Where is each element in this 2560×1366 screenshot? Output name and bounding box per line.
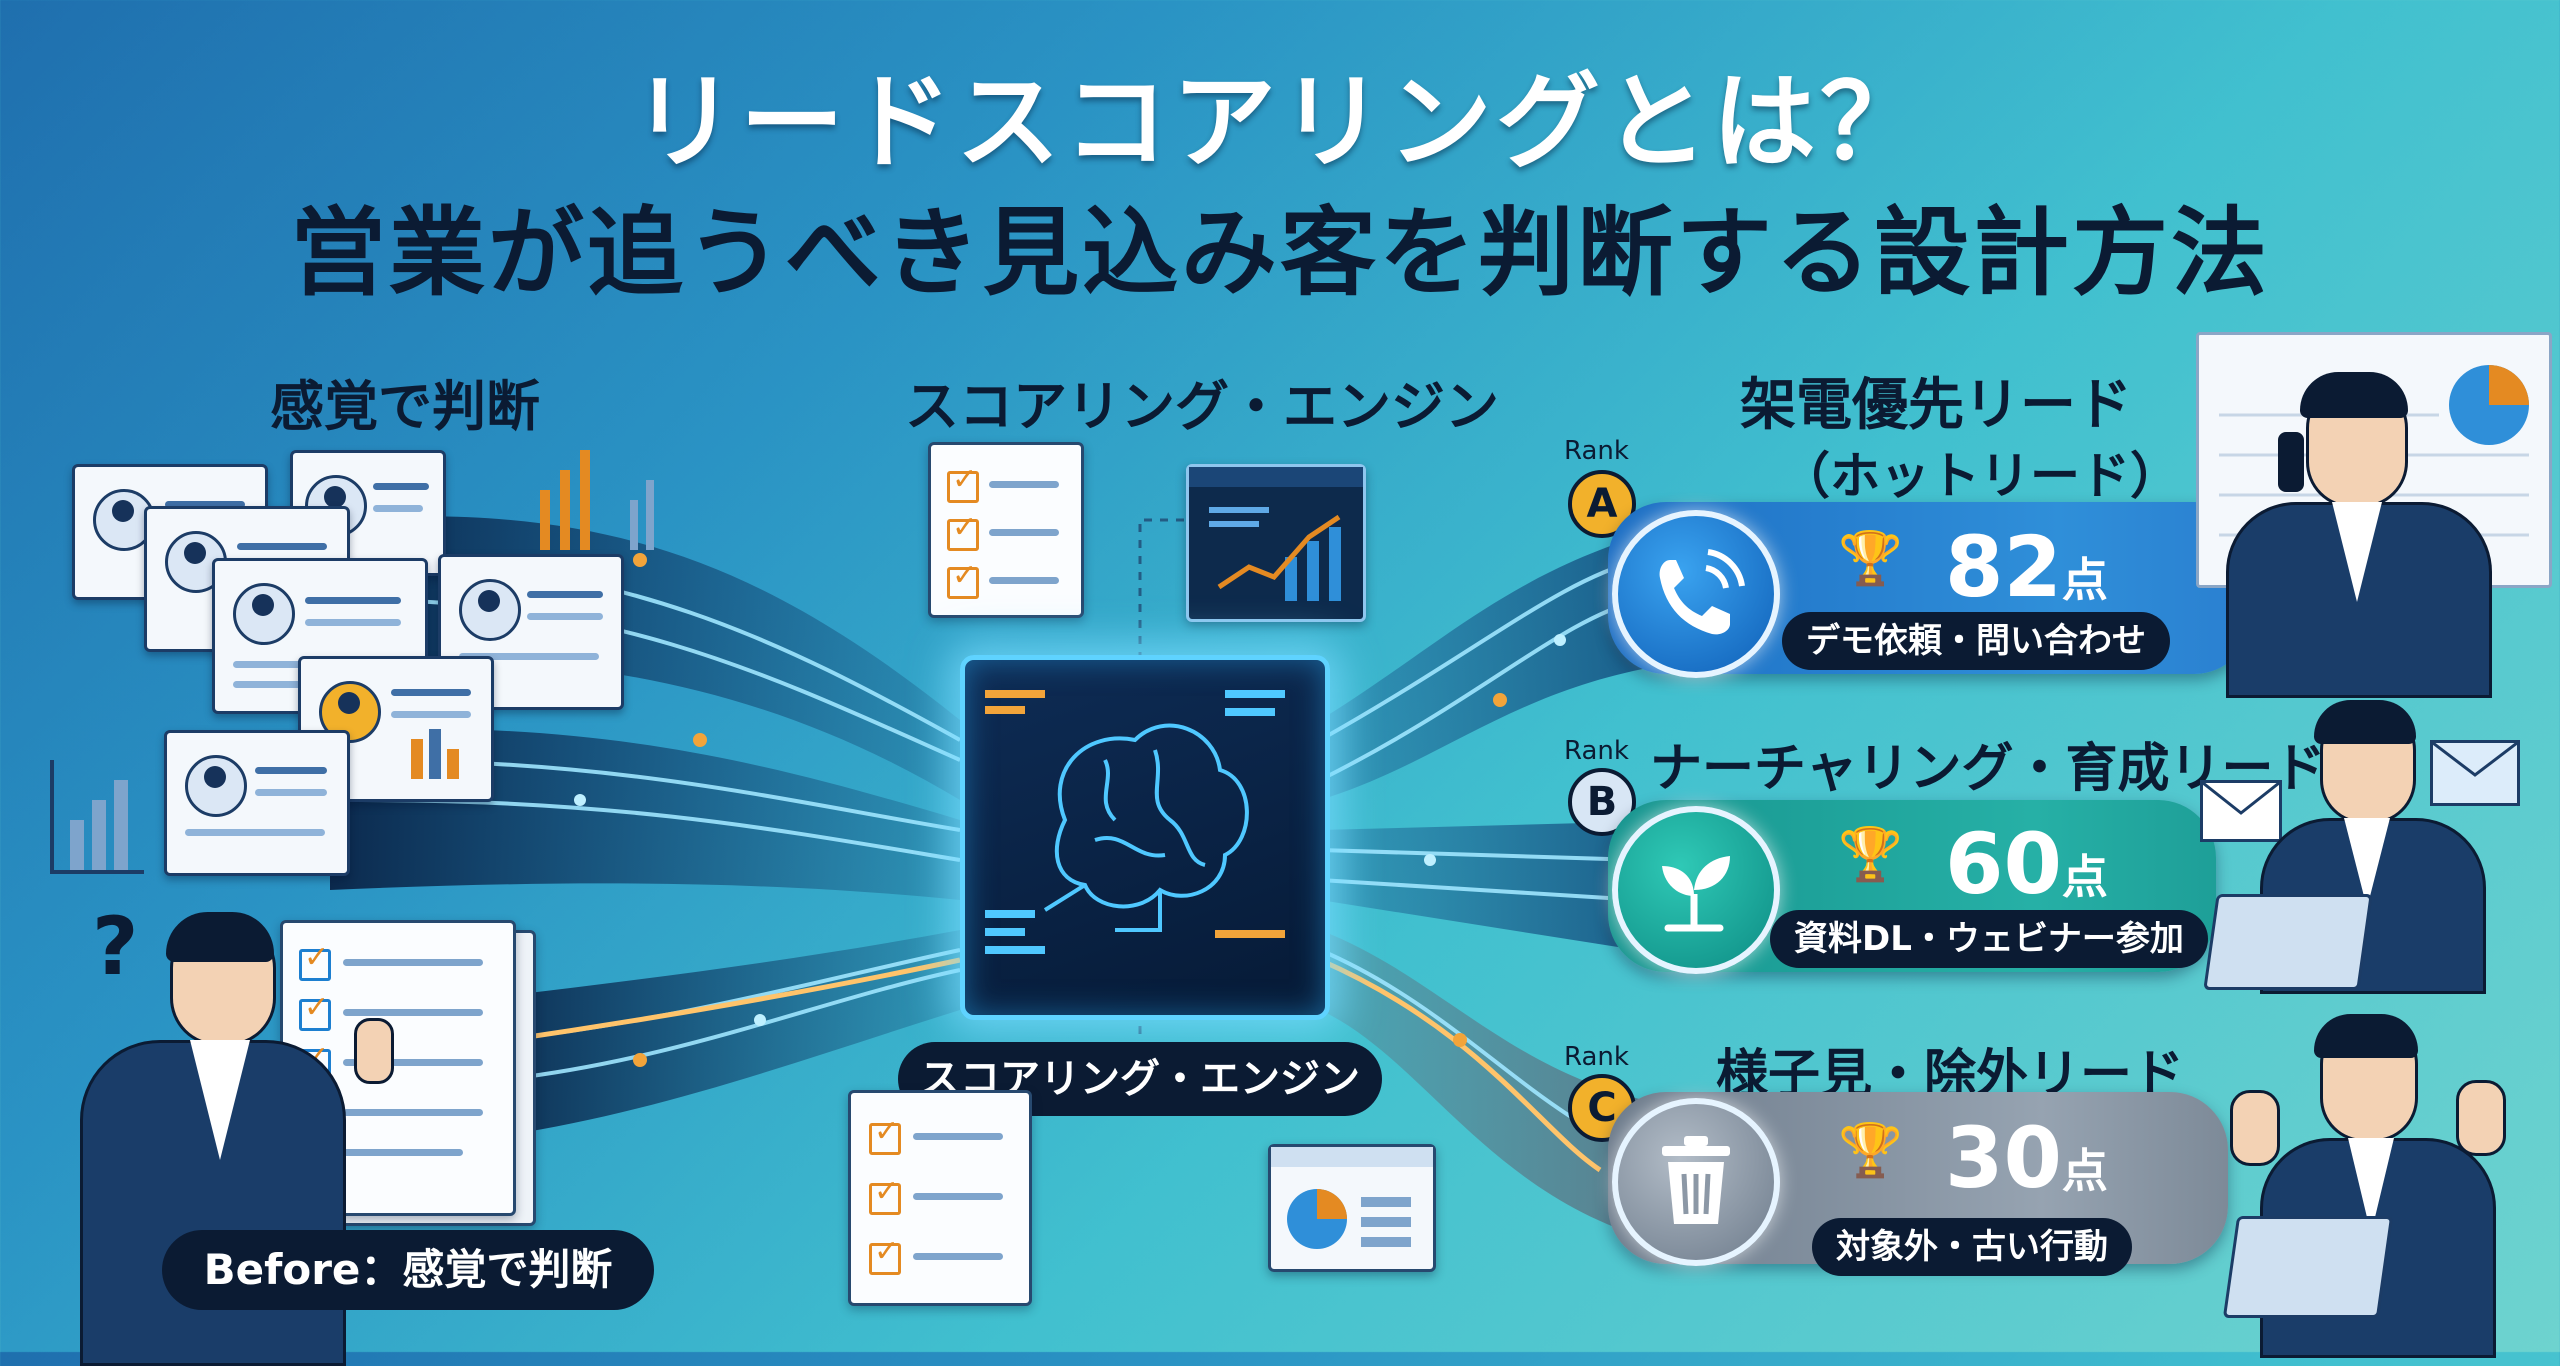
avatar [233,583,295,645]
main-subtitle: 営業が追うべき見込み客を判断する設計方法 [290,197,2270,309]
waving-hand [2230,1090,2280,1166]
person-hair [2314,1014,2418,1058]
rank-c-tag: 対象外・古い行動 [1812,1218,2132,1276]
rank-b-tag: 資料DL・ウェビナー参加 [1770,910,2208,968]
salesperson-waving-illustration [2200,1010,2560,1358]
salesperson-laptop-illustration [2200,700,2560,1000]
rank-b-word: Rank [1564,736,1629,766]
rank-a-badge: A [1568,470,1636,538]
question-mark: ? [92,900,139,993]
decor-growth-chart [50,760,144,874]
phone-icon [1659,549,1745,635]
rank-b-score: 60点 [1945,815,2108,913]
trophy-icon: 🏆 [1838,529,1903,589]
phone-handset [2278,432,2304,492]
rank-a-title: 架電優先リード [1740,373,2132,438]
scoring-engine-chip [960,655,1330,1020]
main-title: リードスコアリングとは？ [631,61,1928,183]
lead-card [438,554,624,710]
person-hair [166,912,274,962]
lead-card [164,730,350,876]
rank-c-word: Rank [1564,1042,1629,1072]
before-label: Before：感覚で判断 [162,1230,654,1310]
avatar [459,579,521,641]
waving-hand [2456,1080,2506,1156]
person-pointing-hand [354,1018,394,1084]
brain-circuit-icon [985,690,1285,954]
person-hair [2314,700,2416,744]
trash-icon [1662,1136,1730,1224]
rank-b-badge: B [1568,768,1636,836]
rank-a-word: Rank [1564,436,1629,466]
trophy-icon: 🏆 [1838,1121,1903,1181]
pie-chart-window [1268,1144,1436,1272]
avatar [185,755,247,817]
decor-bar-charts [400,430,760,550]
checklist-card-top [928,442,1084,618]
rank-a-subtitle: （ホットリード） [1780,447,2180,505]
person-hair [2300,372,2408,418]
mail-icon [2430,740,2520,806]
rank-a-score: 82点 [1945,518,2108,616]
confused-salesperson-illustration [60,900,540,1366]
rank-a-tag: デモ依頼・問い合わせ [1782,612,2170,670]
lead-cards-cluster [40,440,624,820]
salesperson-calling-illustration [2196,332,2560,698]
rank-c-score: 30点 [1945,1109,2108,1207]
laptop [2222,1216,2394,1318]
rank-b-icon-circle [1612,806,1780,974]
left-heading: 感覚で判断 [270,375,540,438]
analytics-window [1186,464,1366,622]
mail-icon [2200,780,2282,842]
center-heading: スコアリング・エンジン [905,375,1499,438]
rank-a-icon-circle [1612,510,1780,678]
rank-c-icon-circle [1612,1098,1780,1266]
sprout-icon [1662,856,1730,932]
laptop [2203,894,2373,990]
checklist-card-bottom [848,1090,1032,1306]
trophy-icon: 🏆 [1838,825,1903,885]
